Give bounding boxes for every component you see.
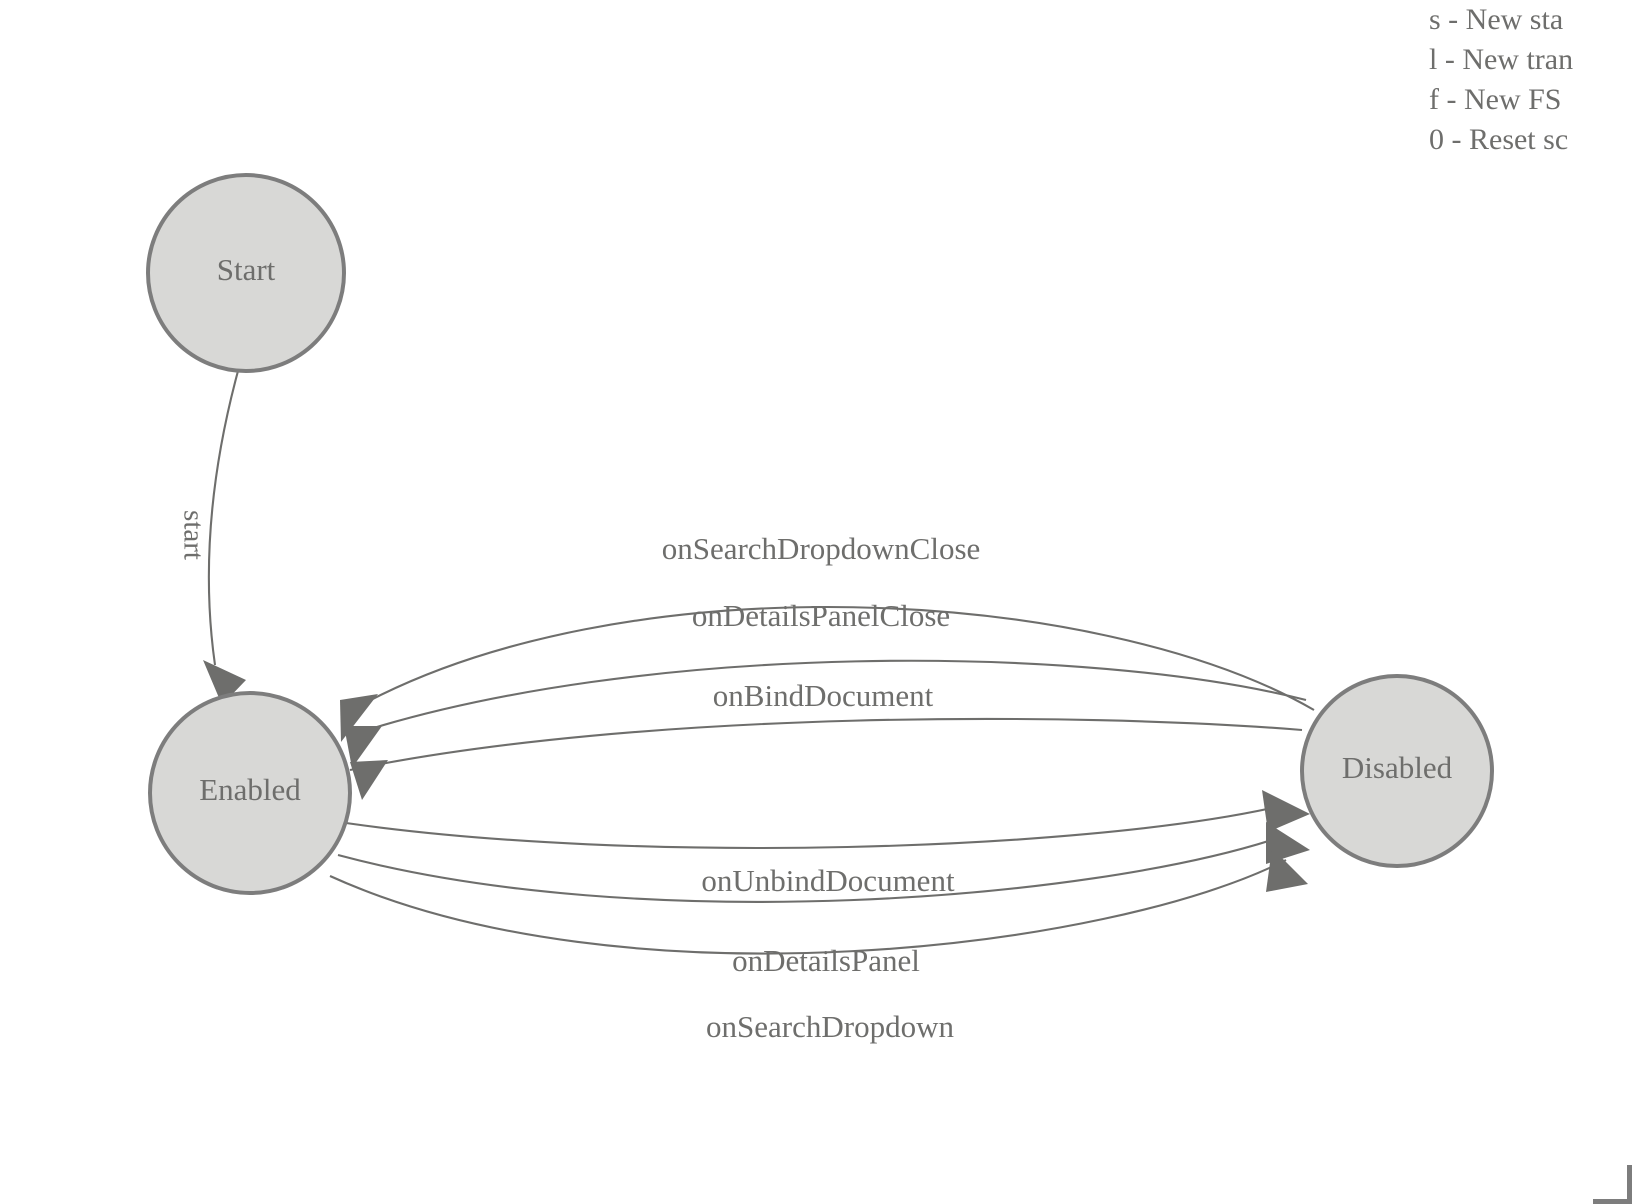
transition-onunbinddocument[interactable]: [345, 790, 1310, 850]
state-circle-enabled[interactable]: [148, 691, 352, 895]
transition-onbinddocument[interactable]: [349, 717, 1303, 800]
state-node-enabled[interactable]: Enabled: [148, 691, 352, 895]
edge-path-onunbinddocument[interactable]: [345, 806, 1273, 850]
edge-label-onbinddocument: onBindDocument: [713, 678, 934, 713]
corner-resize-handle[interactable]: [1593, 1165, 1632, 1204]
edge-path-onsearchdropdownclose[interactable]: [351, 605, 1315, 711]
state-circle-disabled[interactable]: [1300, 674, 1494, 868]
legend-line-new-transition: l - New tran: [1429, 43, 1574, 76]
legend-line-new-fsm: f - New FS: [1429, 83, 1562, 116]
edge-path-ondetailspanelclose[interactable]: [347, 659, 1307, 737]
state-circle-start[interactable]: [146, 173, 346, 373]
edge-label-onsearchdropdown: onSearchDropdown: [706, 1009, 954, 1044]
arrowhead-ondetailspanelclose: [344, 726, 382, 768]
edge-path-onsearchdropdown[interactable]: [329, 859, 1287, 955]
edge-path-ondetailspanel[interactable]: [337, 837, 1279, 903]
edge-path-start[interactable]: [207, 370, 240, 666]
edge-label-start: start: [177, 510, 209, 560]
legend-line-new-state: s - New sta: [1429, 3, 1564, 36]
edge-label-onunbinddocument: onUnbindDocument: [701, 863, 955, 898]
legend-line-reset-scale: 0 - Reset sc: [1429, 123, 1569, 156]
transition-ondetailspanelclose[interactable]: [344, 659, 1307, 768]
state-node-disabled[interactable]: Disabled: [1300, 674, 1494, 868]
state-label-enabled: Enabled: [199, 772, 301, 807]
transition-start-to-enabled[interactable]: [203, 370, 246, 705]
arrowhead-start: [203, 660, 246, 705]
edge-path-onbinddocument[interactable]: [349, 717, 1303, 772]
arrowhead-onsearchdropdown: [1266, 848, 1308, 892]
state-label-disabled: Disabled: [1342, 750, 1453, 785]
arrowhead-onunbinddocument: [1262, 790, 1310, 832]
state-node-start[interactable]: Start: [146, 173, 346, 373]
edge-label-onsearchdropdownclose: onSearchDropdownClose: [662, 531, 981, 566]
arrowhead-onbinddocument: [350, 760, 388, 800]
state-label-start: Start: [217, 252, 276, 287]
keyboard-shortcut-legend: s - New sta l - New tran f - New FS 0 - …: [1429, 0, 1632, 160]
edge-label-ondetailspanel: onDetailsPanel: [732, 943, 920, 978]
transition-onsearchdropdown[interactable]: [329, 848, 1308, 955]
edge-label-ondetailspanelclose: onDetailsPanelClose: [692, 598, 950, 633]
